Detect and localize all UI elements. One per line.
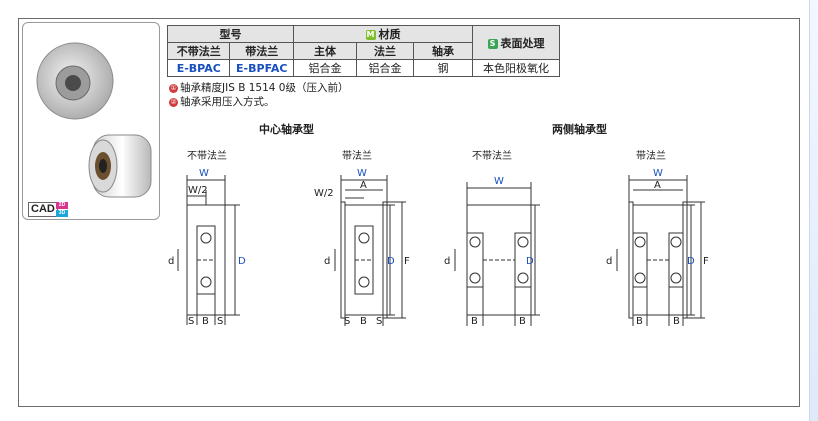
drawing-both-flange: W A D F d B B <box>606 168 709 327</box>
col-flange: 带法兰 <box>229 42 294 60</box>
dim-d-4: d <box>606 256 612 267</box>
surface-badge: S <box>487 38 498 49</box>
dim-b-4a: B <box>636 316 643 327</box>
dim-b-2: B <box>360 316 367 327</box>
dim-D-2: D <box>387 256 395 267</box>
model-header: 型号 <box>167 25 294 43</box>
cad-label[interactable]: CAD <box>28 202 58 217</box>
col-flange-material: 法兰 <box>356 42 414 60</box>
col-no-flange: 不带法兰 <box>166 42 231 60</box>
cad-3d-badge[interactable]: 3D <box>56 210 68 217</box>
dim-f-4: F <box>703 256 709 267</box>
dim-w-3: W <box>494 176 504 187</box>
drawing-3-subtitle: 不带法兰 <box>472 151 512 162</box>
dim-D-3: D <box>526 256 534 267</box>
dim-w2-2: W/2 <box>314 188 334 199</box>
drawing-4-subtitle: 带法兰 <box>636 151 666 162</box>
cad-2d-badge[interactable]: 2D <box>56 202 68 209</box>
drawing-both-no-flange: W D d B B <box>444 176 540 327</box>
dim-D-1: D <box>238 256 246 267</box>
cell-flange: 铝合金 <box>356 59 414 77</box>
dim-b-3a: B <box>471 316 478 327</box>
dim-D-4: D <box>687 256 695 267</box>
dim-a-4: A <box>654 180 661 191</box>
dim-b-4b: B <box>673 316 680 327</box>
dim-w-2: W <box>357 168 367 179</box>
dim-f-2: F <box>404 256 410 267</box>
pulley-photo <box>36 42 152 198</box>
section-center-title: 中心轴承型 <box>259 123 314 136</box>
section-both-title: 两侧轴承型 <box>552 123 607 136</box>
model-e-bpfac[interactable]: E-BPFAC <box>229 59 294 77</box>
drawing-1-subtitle: 不带法兰 <box>187 151 227 162</box>
material-header-label: 材质 <box>378 28 401 41</box>
dim-b-3b: B <box>519 316 526 327</box>
drawing-2-subtitle: 带法兰 <box>342 151 372 162</box>
scrollbar-strip[interactable] <box>809 0 818 421</box>
dim-a-2: A <box>360 180 367 191</box>
dim-w2-1: W/2 <box>188 185 208 196</box>
material-badge: M <box>365 30 376 40</box>
surface-header-label: 表面处理 <box>500 36 545 50</box>
dim-w-4: W <box>653 168 663 179</box>
note-2-text: 轴承采用压入方式。 <box>180 96 275 108</box>
dim-s-2b: S <box>376 316 382 327</box>
dim-d-3: d <box>444 256 450 267</box>
drawing-center-no-flange: W W/2 D d S B S <box>168 168 246 327</box>
cell-body: 铝合金 <box>293 59 357 77</box>
dim-d-1: d <box>168 256 174 267</box>
model-e-bpac[interactable]: E-BPAC <box>166 59 231 77</box>
note-1-text: 轴承精度JIS B 1514 0级（压入前） <box>180 82 349 94</box>
col-body: 主体 <box>293 42 357 60</box>
product-photo-panel <box>22 22 160 220</box>
note-2-badge: ② <box>169 98 178 107</box>
col-bearing: 轴承 <box>413 42 473 60</box>
cell-bearing: 钢 <box>413 59 473 77</box>
dim-w-1: W <box>199 168 209 179</box>
dim-s-1b: S <box>217 316 223 327</box>
dim-d-2: d <box>324 256 330 267</box>
dim-s-1a: S <box>188 316 194 327</box>
dim-s-2a: S <box>344 316 350 327</box>
note-1-badge: ① <box>169 84 178 93</box>
drawing-center-flange: W A W/2 D F d S B S <box>314 168 410 327</box>
dim-b-1: B <box>202 316 209 327</box>
cell-surface: 本色阳极氧化 <box>472 59 560 77</box>
